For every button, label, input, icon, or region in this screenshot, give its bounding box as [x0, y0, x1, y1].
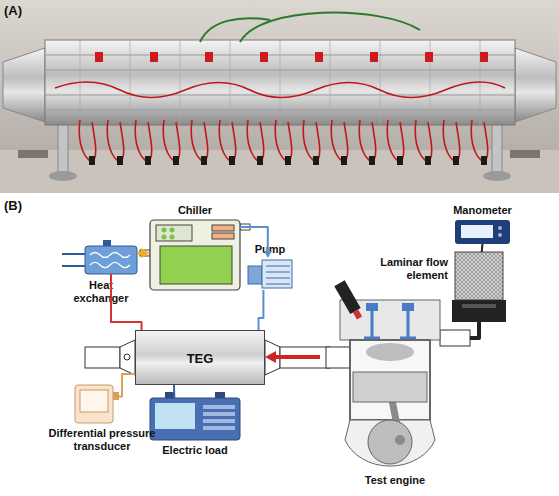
laminar-flow-element: Laminar flow element: [452, 252, 506, 322]
node-label: Test engine: [340, 474, 450, 487]
node-label: Laminar flow element: [372, 256, 448, 282]
node-label: TEG: [136, 331, 264, 386]
electric-load-icon: [150, 392, 240, 440]
manometer-icon: [455, 220, 510, 244]
chiller: Chiller: [150, 220, 240, 290]
node-label: Heat exchanger: [66, 279, 136, 305]
connector: [274, 355, 320, 359]
pressure-transducer-icon: [75, 385, 119, 423]
chiller-icon: [140, 220, 250, 290]
laminar-flow-element-icon: [452, 252, 506, 322]
connector: [113, 374, 135, 396]
connector: [481, 244, 484, 252]
pump: Pump: [248, 258, 292, 290]
node-label: Electric load: [140, 444, 250, 457]
node-label: Manometer: [440, 204, 525, 217]
teg-module: TEG: [135, 330, 265, 385]
connector: [259, 290, 264, 330]
arrow-head: [265, 351, 276, 363]
electric-load: Electric load: [150, 398, 240, 440]
arrow-head: [141, 248, 150, 258]
heat-exchanger: Heat exchanger: [85, 246, 137, 274]
node-label: Chiller: [150, 204, 240, 217]
teg-photo: [0, 0, 559, 193]
pressure-transducer: Differential pressure transducer: [75, 385, 113, 423]
engine-illustration: [326, 280, 470, 466]
node-label: Differential pressure transducer: [40, 427, 164, 453]
manometer: Manometer: [455, 220, 510, 244]
heat-exchanger-icon: [62, 240, 137, 274]
connector: [137, 252, 143, 255]
test-engine: Test engine: [320, 296, 470, 472]
pump-icon: [248, 260, 292, 288]
connector: [173, 385, 175, 398]
panel-label: (A): [4, 3, 22, 18]
node-label: Pump: [240, 243, 300, 256]
panel-label: (B): [4, 198, 22, 213]
connector: [470, 322, 479, 338]
